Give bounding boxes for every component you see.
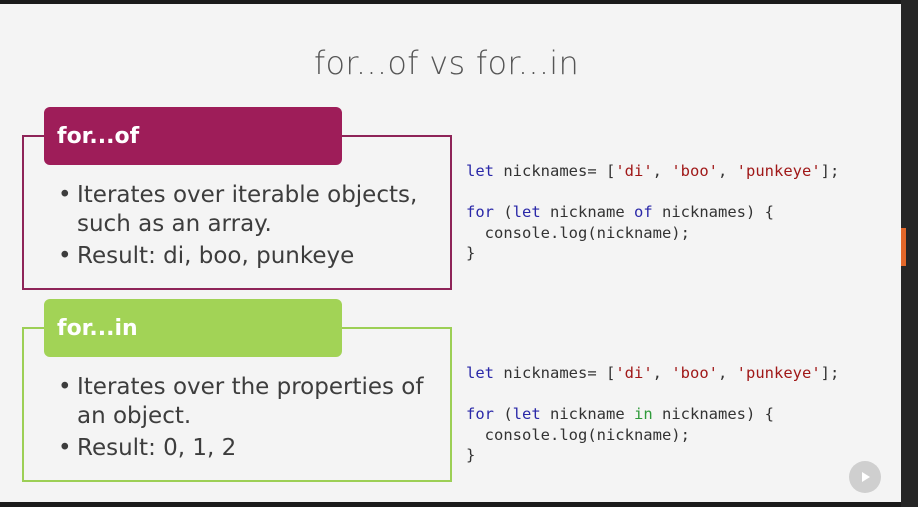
code-text: , [652, 364, 672, 382]
code-text: console.log(nickname); [466, 223, 690, 242]
code-text: ]; [820, 162, 840, 180]
code-text: } [466, 244, 476, 262]
code-text: , [652, 162, 672, 180]
code-keyword: for [466, 405, 494, 423]
code-keyword: let [466, 364, 494, 382]
for-in-bullets: Iterates over the properties of an objec… [58, 373, 438, 466]
for-in-code: let nicknames= ['di', 'boo', 'punkeye'];… [466, 363, 839, 466]
for-of-code: let nicknames= ['di', 'boo', 'punkeye'];… [466, 161, 839, 264]
slide: for...of vs for...in for...of Iterates o… [0, 4, 901, 502]
code-operator: in [634, 405, 653, 423]
code-string: 'di' [615, 162, 653, 180]
for-in-tag: for...in [44, 299, 342, 357]
for-of-tag: for...of [44, 107, 342, 165]
play-icon [862, 472, 870, 482]
code-keyword: let [512, 405, 541, 423]
code-text: , [718, 162, 737, 180]
play-button[interactable] [849, 461, 881, 493]
code-string: 'punkeye' [736, 162, 821, 180]
bullet-item: Iterates over iterable objects, such as … [58, 181, 438, 239]
code-keyword: for [466, 203, 494, 221]
code-string: 'boo' [671, 364, 718, 382]
code-text: nickname [540, 203, 634, 221]
code-text: nicknames) { [652, 405, 774, 423]
code-text: nicknames= [ [494, 364, 616, 382]
code-string: 'punkeye' [736, 364, 821, 382]
code-text: nickname [540, 405, 634, 423]
progress-marker [901, 228, 906, 266]
code-string: 'di' [615, 364, 653, 382]
code-text: , [718, 364, 737, 382]
player-sidebar [901, 0, 918, 507]
code-text: ]; [820, 364, 840, 382]
code-text: nicknames= [ [494, 162, 616, 180]
bullet-item: Result: di, boo, punkeye [58, 242, 438, 271]
code-keyword: let [466, 162, 494, 180]
code-text: ( [494, 405, 513, 423]
code-text: } [466, 446, 476, 464]
bullet-item: Iterates over the properties of an objec… [58, 373, 438, 431]
code-text: nicknames) { [652, 203, 774, 221]
bullet-item: Result: 0, 1, 2 [58, 434, 438, 463]
code-keyword: of [634, 203, 653, 221]
code-text: ( [494, 203, 513, 221]
slide-title: for...of vs for...in [313, 44, 580, 82]
code-text: console.log(nickname); [466, 425, 690, 444]
code-string: 'boo' [671, 162, 718, 180]
for-of-bullets: Iterates over iterable objects, such as … [58, 181, 438, 274]
code-keyword: let [512, 203, 541, 221]
